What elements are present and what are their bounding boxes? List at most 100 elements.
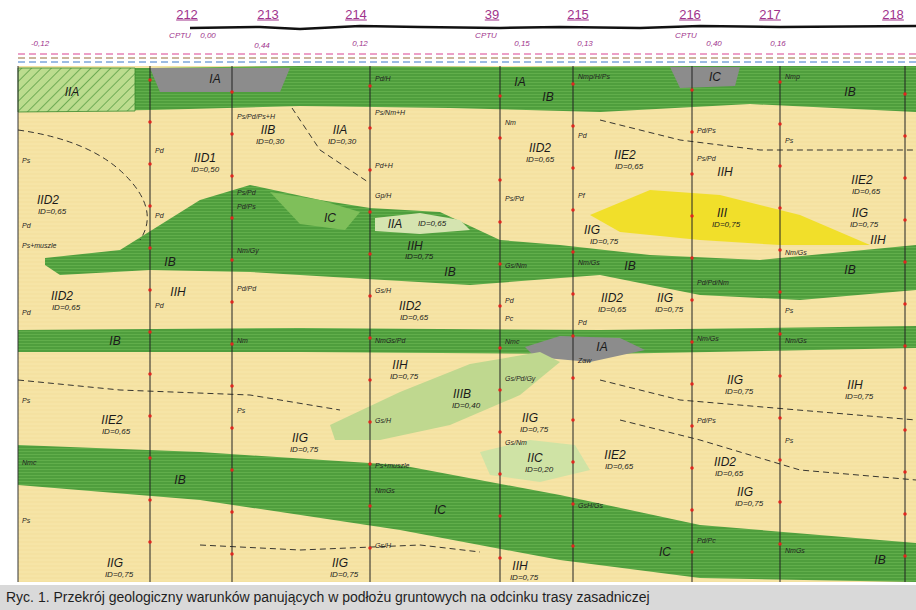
soil-code: Pd/H (375, 75, 391, 82)
terrain-line (190, 26, 916, 29)
layer-symbol: IIC (527, 452, 542, 464)
soil-code: NmGs (785, 547, 805, 554)
sand-lens (375, 213, 470, 234)
elevation-value: 0,12 (352, 40, 368, 48)
density-index: ID=0,50 (191, 166, 219, 174)
sample-dot-line (778, 82, 782, 580)
soil-code: Pd/Ps (697, 417, 716, 424)
layer-symbol: IB (874, 554, 885, 566)
borehole-line (573, 66, 574, 582)
elevation-value: 0,44 (254, 42, 270, 50)
layer-symbol: IIG (522, 412, 538, 424)
density-index: ID=0,75 (105, 571, 133, 579)
soil-code: Pd/Pc (697, 537, 716, 544)
layer-symbol: IIA (65, 86, 80, 98)
layer-symbol: IIG (584, 224, 600, 236)
clay-layer (45, 185, 916, 300)
density-index: ID=0,40 (452, 402, 480, 410)
borehole-line (905, 66, 906, 582)
density-index: ID=0,75 (390, 373, 418, 381)
layer-symbol: IIH (847, 379, 862, 391)
clay-layer (18, 445, 916, 582)
layer-symbol: IB (844, 264, 855, 276)
elevation-value: 0,40 (706, 40, 722, 48)
hatched-fill (18, 68, 135, 112)
soil-code: Ps+muszle (375, 462, 409, 469)
layer-symbol: IIG (727, 374, 743, 386)
layer-symbol: IB (844, 86, 855, 98)
layer-symbol: IB (109, 335, 120, 347)
level-line (18, 62, 916, 63)
layer-symbol: IIG (737, 486, 753, 498)
boundary-line (292, 108, 368, 182)
boundary-line (18, 130, 147, 240)
density-index: ID=0,75 (850, 221, 878, 229)
soil-code: Nm/Gs (578, 259, 600, 266)
elevation-value: 0,00 (200, 32, 216, 40)
layer-symbol: IIIB (453, 388, 471, 400)
layer-symbol: IID2 (714, 456, 736, 468)
soil-code: Nmc (505, 338, 519, 345)
layer-symbol: IID2 (399, 300, 421, 312)
layer-symbol: IIH (512, 560, 527, 572)
layer-symbol: IIG (657, 292, 673, 304)
borehole-number: 217 (759, 8, 781, 21)
soil-code: Pd (22, 309, 31, 316)
boundary-line (620, 420, 916, 480)
soil-code: Ps/Pd (237, 189, 256, 196)
layer-symbol: IC (434, 504, 446, 516)
soil-code: Ps+muszle (22, 242, 56, 249)
density-index: ID=0,75 (405, 253, 433, 261)
density-index: ID=0,75 (520, 426, 548, 434)
elevation-value: -0,12 (31, 40, 49, 48)
sample-dot-line (368, 86, 372, 580)
density-index: ID=0,75 (845, 393, 873, 401)
layer-symbol: IB (444, 266, 455, 278)
borehole-line (500, 66, 501, 582)
density-index: ID=0,75 (655, 306, 683, 314)
soil-code: Ps/Nm+H (375, 109, 405, 116)
layer-symbol: IIE2 (614, 149, 635, 161)
sample-dot-line (903, 94, 907, 580)
density-index: ID=0,65 (605, 463, 633, 471)
elevation-value: 0,15 (514, 40, 530, 48)
clay-layer (18, 326, 916, 354)
density-index: ID=0,65 (852, 188, 880, 196)
boundary-lines (18, 108, 916, 552)
soil-code: Pd/Ps (237, 203, 256, 210)
sample-dot-line (690, 90, 694, 580)
layer-symbol: IIH (170, 286, 185, 298)
layer-symbol: IIE2 (851, 174, 872, 186)
layer-symbol: IID1 (194, 152, 216, 164)
density-index: ID=0,65 (38, 208, 66, 216)
layer-symbol: IID2 (529, 142, 551, 154)
soil-code: Pd (155, 147, 164, 154)
boundary-line (600, 380, 916, 420)
soil-code: Pd/Pd/Nm (697, 279, 729, 286)
sample-dot-line (571, 84, 575, 580)
layer-symbol: IC (659, 546, 671, 558)
soil-code: Ps/Pd (697, 155, 716, 162)
density-index: ID=0,75 (290, 446, 318, 454)
sample-dots (150, 80, 905, 580)
figure-caption: Ryc. 1. Przekrój geologiczny warunków pa… (0, 585, 916, 610)
layer-symbol: IIH (407, 240, 422, 252)
layer-symbol: IIB (261, 124, 276, 136)
layer-symbol: IIG (332, 557, 348, 569)
layer-symbol: IID2 (37, 194, 59, 206)
elevation-value: CPTU (675, 32, 697, 40)
soil-code: Gs/Nm (505, 262, 527, 269)
soil-code: Nmc (22, 459, 36, 466)
fill-layer (670, 67, 740, 88)
layer-symbol: IID2 (51, 290, 73, 302)
sand-lens (590, 190, 870, 245)
layer-symbol: IIA (388, 218, 403, 230)
soil-code: Ps (22, 397, 30, 404)
borehole-number: 213 (257, 8, 279, 21)
sand-ground (18, 66, 916, 582)
soil-code: Ps/Pd (505, 195, 524, 202)
soil-code: Gs/Pd/Gy (505, 375, 535, 382)
layer-symbol: IA (596, 341, 607, 353)
cross-section (0, 0, 916, 585)
soil-code: Pc (505, 315, 513, 322)
